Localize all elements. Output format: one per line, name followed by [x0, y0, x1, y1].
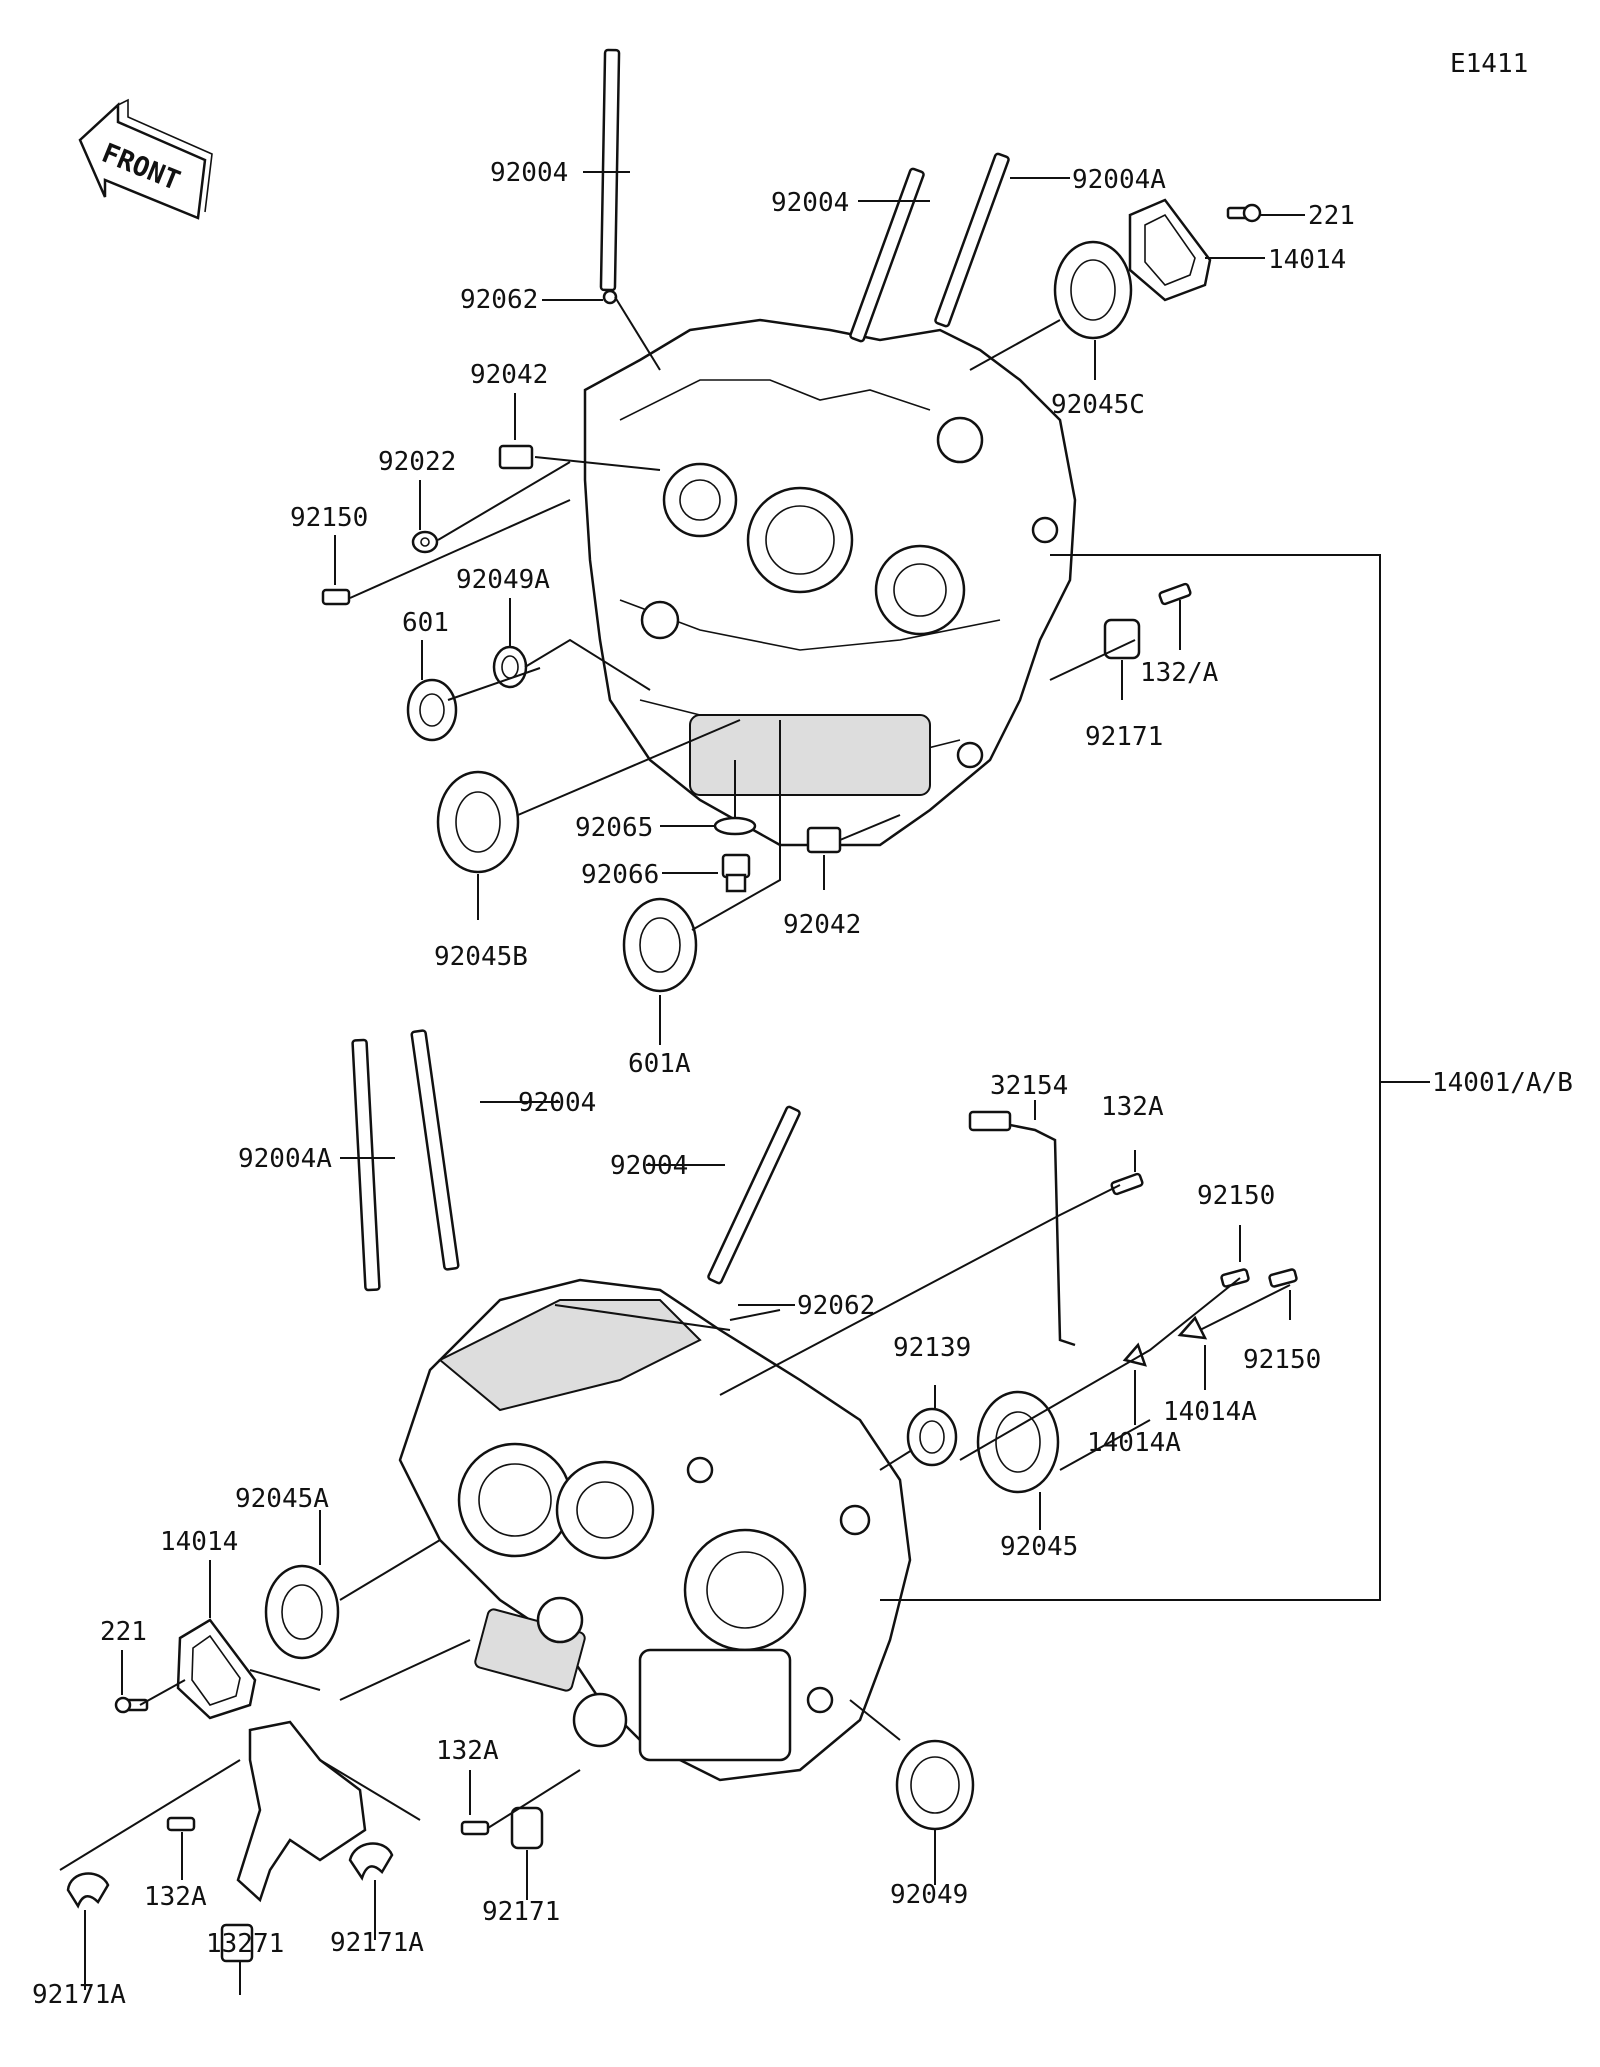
callout-92022: 92022	[378, 447, 456, 477]
cover-plate-14014-upper	[1128, 198, 1212, 302]
callout-92139: 92139	[893, 1333, 971, 1363]
callout-92150-right-a: 92150	[1197, 1181, 1275, 1211]
stud-bolt-lower-long	[410, 1029, 460, 1271]
sensor-13271	[220, 1923, 254, 1963]
callout-92004-upper-short: 92004	[771, 188, 849, 218]
callout-92004-lower-long: 92004	[518, 1088, 596, 1118]
bolt-221-upper	[1226, 203, 1262, 223]
callout-92045b: 92045B	[434, 942, 528, 972]
callout-92004a-upper: 92004A	[1072, 165, 1166, 195]
oil-pipe-32154	[968, 1110, 1076, 1347]
bearing-92045a	[264, 1564, 340, 1660]
stud-bolt-lower-diag	[707, 1105, 801, 1285]
callout-221-lower: 221	[100, 1617, 147, 1647]
bearing-92045b	[436, 770, 520, 874]
bolt-132a-upper	[1158, 582, 1192, 606]
callout-14014-upper: 14014	[1268, 245, 1346, 275]
callout-601a: 601A	[628, 1049, 691, 1079]
callout-13271: 13271	[206, 1929, 284, 1959]
leader-lines	[59, 171, 1430, 1995]
callout-92049a: 92049A	[456, 565, 550, 595]
callout-92045: 92045	[1000, 1532, 1078, 1562]
callout-92062-upper: 92062	[460, 285, 538, 315]
callout-92004a-lower: 92004A	[238, 1144, 332, 1174]
callout-92042-upper: 92042	[470, 360, 548, 390]
cap-14014a-right	[1177, 1315, 1208, 1340]
callout-92042-lower: 92042	[783, 910, 861, 940]
callout-32154: 32154	[990, 1071, 1068, 1101]
callout-132a-lower-left: 132A	[144, 1882, 207, 1912]
callout-92004-lower-diag: 92004	[610, 1151, 688, 1181]
clamp-92171a-left	[66, 1872, 110, 1909]
cover-plate-14014-lower	[176, 1618, 257, 1720]
callout-221-upper: 221	[1308, 201, 1355, 231]
bearing-92045	[976, 1390, 1060, 1494]
bolt-92150-upper	[321, 588, 351, 606]
stud-bolt-upper-long	[599, 48, 621, 292]
bolt-221-lower	[114, 1696, 149, 1714]
callout-labels: 92004 92004 92004A 221 14014 92062 92042…	[32, 158, 1573, 2010]
bearing-92045c	[1053, 240, 1133, 340]
dowel-pin-92042-lower	[806, 826, 842, 854]
callout-132a-right: 132A	[1101, 1092, 1164, 1122]
callout-92066: 92066	[581, 860, 659, 890]
callout-132a-lower-mid: 132A	[436, 1736, 499, 1766]
bushing-92139	[906, 1407, 958, 1467]
bracket-13271	[236, 1720, 367, 1903]
bolt-132a-lower-left	[166, 1816, 196, 1832]
bolt-92150-right-a	[1220, 1268, 1250, 1288]
stud-bolt-upper-short	[849, 167, 925, 343]
callout-92062-lower: 92062	[797, 1291, 875, 1321]
callout-14001-a-b: 14001/A/B	[1432, 1068, 1573, 1098]
stud-bolt-upper-a	[934, 152, 1010, 328]
bearing-601a	[622, 897, 698, 993]
callout-92150-upper: 92150	[290, 503, 368, 533]
washer-92065	[713, 816, 757, 836]
callout-132-slash-a: 132/A	[1140, 658, 1219, 688]
front-arrow-icon: FRONT	[78, 98, 213, 220]
seal-92049a	[492, 645, 528, 689]
callout-92171-upper: 92171	[1085, 722, 1163, 752]
callout-14014-lower: 14014	[160, 1527, 238, 1557]
upper-crankcase-half	[583, 318, 1077, 847]
callout-14014a-right: 14014A	[1163, 1397, 1257, 1427]
bolt-132a-lower-mid	[460, 1820, 490, 1836]
washer-92022	[411, 530, 439, 554]
bolt-132a-right	[1110, 1172, 1144, 1196]
callout-92045c: 92045C	[1051, 390, 1145, 420]
bolt-92150-right-b	[1268, 1268, 1298, 1288]
clamp-92171-upper	[1103, 618, 1141, 660]
callout-92045a: 92045A	[235, 1484, 329, 1514]
dowel-92062-upper	[602, 289, 618, 305]
callout-92065: 92065	[575, 813, 653, 843]
lower-crankcase-half	[398, 1278, 912, 1782]
dowel-pin-92042-upper	[498, 444, 534, 470]
callout-601: 601	[402, 608, 449, 638]
seal-92049	[895, 1739, 975, 1831]
callout-92049: 92049	[890, 1880, 968, 1910]
callout-92004-upper-long: 92004	[490, 158, 568, 188]
callout-92171a-right: 92171A	[330, 1928, 424, 1958]
clamp-92171-lower	[510, 1806, 544, 1850]
callout-92171-lower: 92171	[482, 1897, 560, 1927]
callout-14014a-left: 14014A	[1087, 1428, 1181, 1458]
callout-92171a-left: 92171A	[32, 1980, 126, 2010]
drain-plug-92066	[721, 853, 751, 893]
bearing-601	[406, 678, 458, 742]
stud-bolt-lower-a	[351, 1038, 381, 1292]
callout-92150-right-b: 92150	[1243, 1345, 1321, 1375]
clamp-92171a-right	[348, 1842, 394, 1881]
diagram-code: E1411	[1450, 49, 1528, 79]
